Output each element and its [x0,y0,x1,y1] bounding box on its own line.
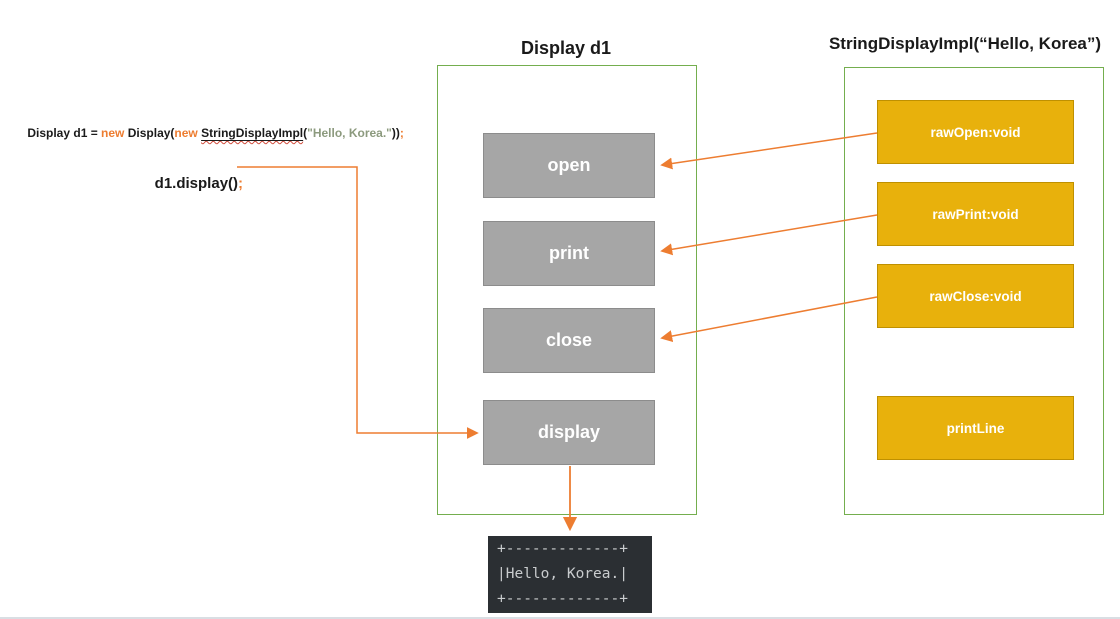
impl-method-rawprint-label: rawPrint:void [932,206,1019,222]
code-prefix: Display d1 = [27,126,102,140]
display-method-display-label: display [537,422,601,442]
display-method-print: print [483,221,655,286]
impl-method-printline: printLine [877,396,1074,460]
code-open-paren: ( [303,126,308,140]
display-method-open: open [483,133,655,198]
impl-method-printline-label: printLine [946,420,1005,436]
code-statement-display-call: d1.display(); [138,158,243,209]
code-keyword-new-1: new [101,126,125,140]
impl-method-rawclose: rawClose:void [877,264,1074,328]
code-keyword-new-2: new [174,126,198,140]
code-middle: Display( [124,126,175,140]
code-classname-misspelled: StringDisplayImpl [201,126,304,140]
code-semicolon-1: ; [399,126,404,140]
impl-method-rawopen-label: rawOpen:void [930,124,1021,140]
code-semicolon-2: ; [238,175,244,192]
display-method-display: display [483,400,655,465]
code-string-literal: "Hello, Korea." [307,126,392,140]
display-method-open-label: open [547,155,591,175]
console-output-line-3: +-------------+ [497,591,628,607]
display-method-close-label: close [545,330,593,350]
console-output-line-1: +-------------+ [497,541,628,557]
window-bottom-edge [0,617,1120,619]
code-close-parens: )) [391,126,400,140]
impl-container-title: StringDisplayImpl(“Hello, Korea”) [828,34,1102,53]
code-statement-constructor: Display d1 = new Display(new StringDispl… [14,112,404,154]
console-output: +-------------+ |Hello, Korea.| +-------… [488,536,652,613]
display-method-print-label: print [549,243,589,263]
impl-method-rawprint: rawPrint:void [877,182,1074,246]
display-method-close: close [483,308,655,373]
impl-method-rawopen: rawOpen:void [877,100,1074,164]
code-call: d1.display() [154,175,239,192]
console-output-line-2: |Hello, Korea.| [497,566,628,582]
display-container-title: Display d1 [520,38,612,58]
impl-method-rawclose-label: rawClose:void [929,288,1022,304]
